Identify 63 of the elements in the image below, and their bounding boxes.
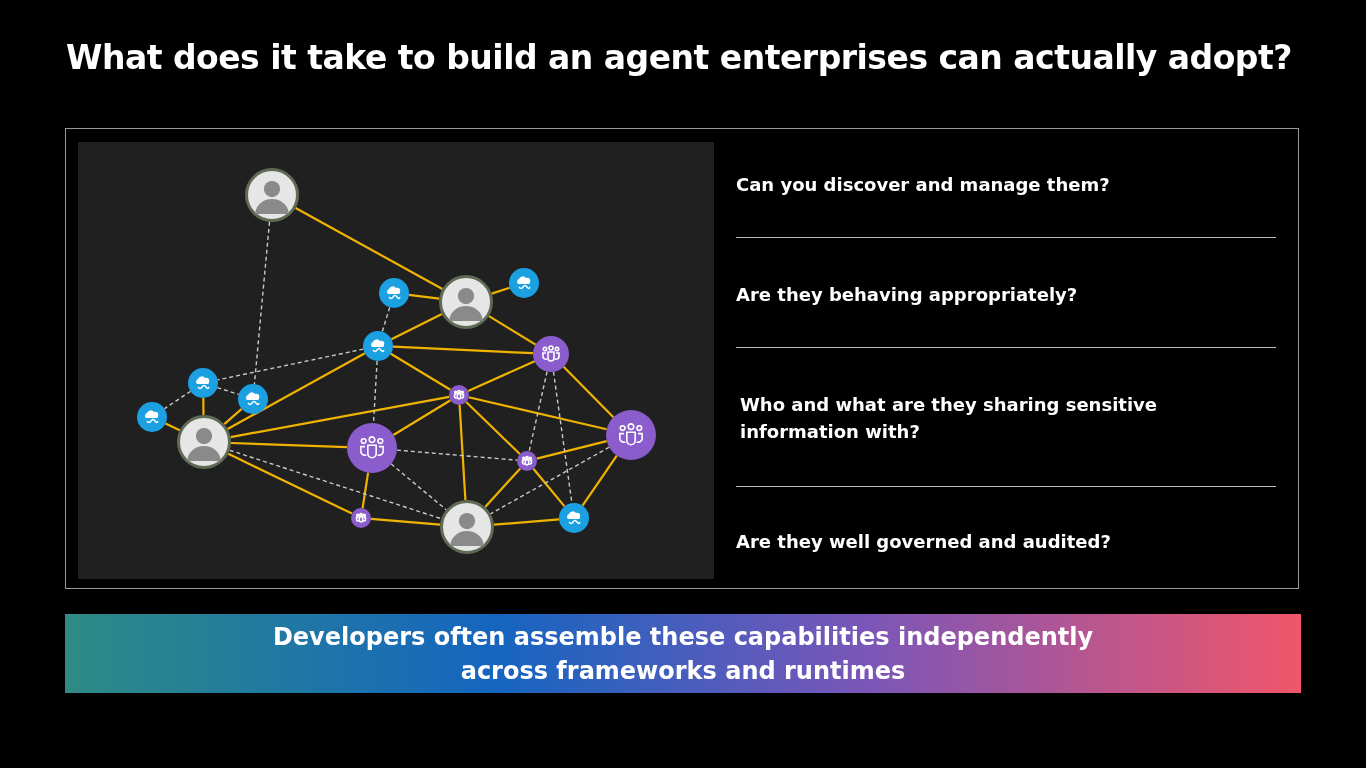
connector-line xyxy=(408,293,440,300)
dashed-connector xyxy=(396,449,518,461)
connector-line xyxy=(230,395,450,439)
question-text: Are they well governed and audited? xyxy=(736,530,1112,554)
person-avatar xyxy=(245,168,299,222)
dashed-connector xyxy=(381,306,391,333)
cloud-agent-node xyxy=(188,368,218,398)
agent-group-node xyxy=(449,385,469,405)
connector-line xyxy=(230,441,348,449)
connector-line xyxy=(484,467,522,508)
agent-group-node xyxy=(606,410,656,460)
agent-group-node xyxy=(517,451,537,471)
dashed-connector xyxy=(216,386,240,396)
connector-line xyxy=(227,352,366,430)
connector-line xyxy=(458,404,467,501)
slide-title: What does it take to build an agent enterprises can actually adopt? xyxy=(66,38,1292,77)
connector-line xyxy=(227,452,353,515)
dashed-connector xyxy=(528,370,548,452)
dashed-connector xyxy=(390,463,447,511)
dashed-connector xyxy=(552,371,573,504)
question-text: Are they behaving appropriately? xyxy=(736,283,1079,307)
connector-line xyxy=(370,517,441,526)
agent-group-node xyxy=(351,508,371,528)
connector-line xyxy=(295,207,443,290)
agent-group-node xyxy=(533,336,569,372)
connector-line xyxy=(165,422,181,432)
dashed-connector xyxy=(489,446,610,515)
dashed-connector xyxy=(372,360,378,424)
connector-line xyxy=(581,454,618,507)
person-avatar xyxy=(440,500,494,554)
dashed-connector xyxy=(253,221,271,385)
cloud-agent-node xyxy=(137,402,167,432)
connector-line xyxy=(493,518,560,526)
connector-line xyxy=(488,315,537,346)
dashed-connector xyxy=(217,348,364,381)
connector-line xyxy=(390,352,451,391)
cloud-agent-node xyxy=(559,503,589,533)
connector-line xyxy=(536,440,607,460)
person-avatar xyxy=(439,275,493,329)
connector-line xyxy=(202,398,205,415)
banner xyxy=(65,614,1301,693)
connector-line xyxy=(532,468,566,508)
connector-line xyxy=(223,408,243,426)
agent-group-node xyxy=(347,423,397,473)
connector-line xyxy=(468,396,607,431)
connector-line xyxy=(390,313,443,341)
banner-text: Developers often assemble these capabilities independently across frameworks and runtimes xyxy=(271,621,1095,687)
connector-line xyxy=(467,360,536,392)
connector-line xyxy=(562,366,615,418)
connector-line xyxy=(465,401,521,455)
dashed-connector xyxy=(163,390,192,410)
connector-line xyxy=(361,472,370,509)
question-text: Who and what are they sharing sensitive information with? xyxy=(740,393,1159,444)
person-avatar xyxy=(177,415,231,469)
dashed-connector xyxy=(229,449,442,520)
cloud-agent-node xyxy=(379,278,409,308)
cloud-agent-node xyxy=(238,384,268,414)
cloud-agent-node xyxy=(363,331,393,361)
connector-line xyxy=(392,399,452,436)
cloud-agent-node xyxy=(509,268,539,298)
connector-line xyxy=(491,286,511,295)
question-text: Can you discover and manage them? xyxy=(736,173,1111,197)
connector-line xyxy=(392,345,534,355)
